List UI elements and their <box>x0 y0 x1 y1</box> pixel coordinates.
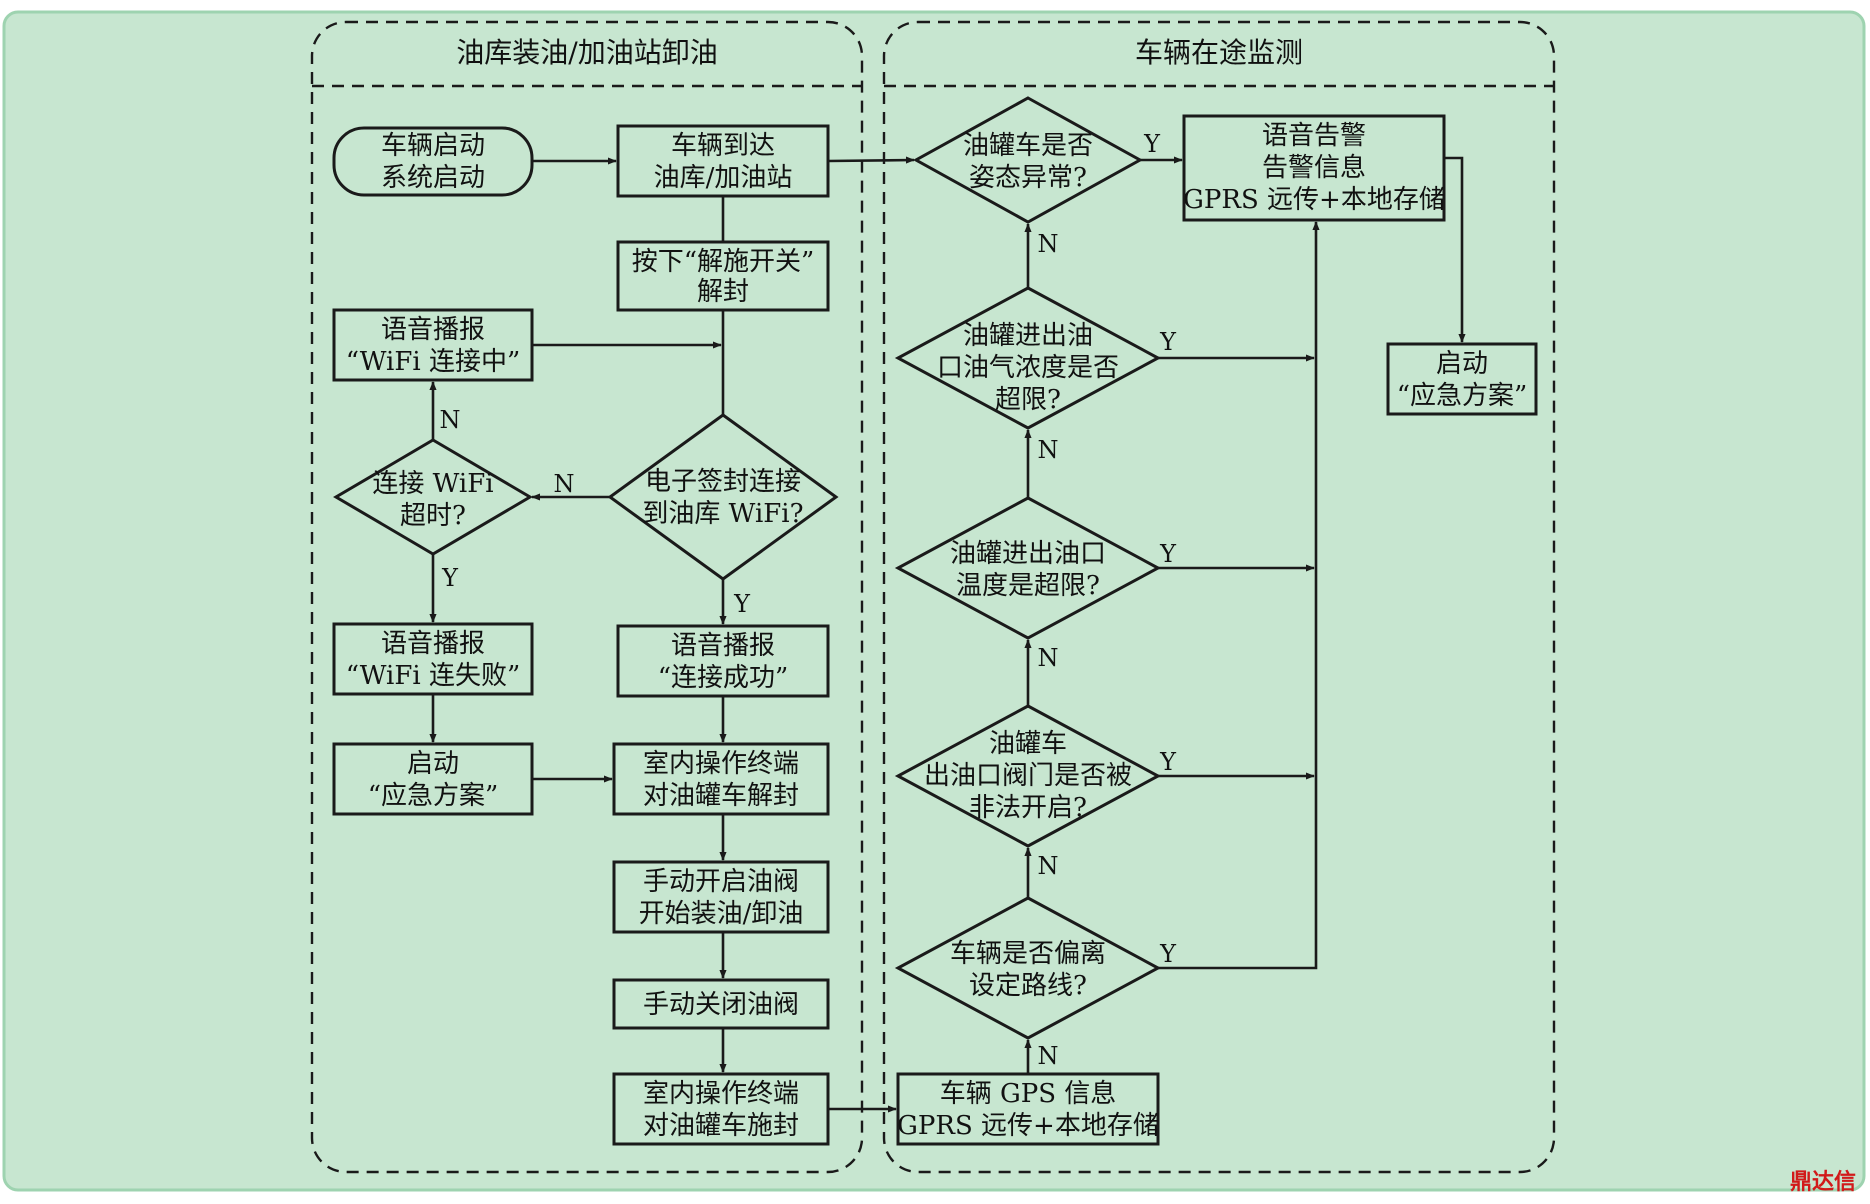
node-alarm-text: GPRS 远传+本地存储 <box>1183 185 1445 215</box>
node-emergency-right-text: 启动 <box>1436 349 1488 379</box>
node-connect-ok-text: “连接成功” <box>658 663 789 693</box>
label-no: N <box>1038 436 1059 464</box>
node-wifi-fail-text: “WiFi 连失败” <box>346 661 521 691</box>
node-emergency-right-text: “应急方案” <box>1397 381 1528 411</box>
label-yes: Y <box>733 590 751 618</box>
node-gps-text: 车辆 GPS 信息 <box>940 1079 1117 1109</box>
label-yes: Y <box>1159 328 1177 356</box>
label-no: N <box>440 406 461 434</box>
node-temp-text: 温度是超限? <box>956 571 1100 601</box>
node-attitude-text: 姿态异常? <box>969 163 1087 193</box>
label-no: N <box>1038 852 1059 880</box>
section-right-title: 车辆在途监测 <box>1135 36 1303 69</box>
node-arrive-text: 车辆到达 <box>671 131 775 161</box>
node-temp-text: 油罐进出油口 <box>950 539 1106 569</box>
node-terminal-unlock-text: 对油罐车解封 <box>643 781 799 811</box>
section-left-title: 油库装油/加油站卸油 <box>456 36 717 69</box>
node-gas-text: 油罐进出油 <box>963 321 1093 351</box>
node-unseal-text: 解封 <box>697 277 749 307</box>
node-emergency-left-text: 启动 <box>407 749 459 779</box>
label-yes: Y <box>1159 748 1177 776</box>
node-open-valve-text: 手动开启油阀 <box>643 867 799 897</box>
node-wifi-connecting-text: 语音播报 <box>381 315 485 345</box>
label-yes: Y <box>1159 540 1177 568</box>
node-start-text: 系统启动 <box>381 163 485 193</box>
label-no: N <box>554 470 575 498</box>
node-terminal-seal-text: 室内操作终端 <box>643 1079 799 1109</box>
node-emergency-left-text: “应急方案” <box>368 781 499 811</box>
label-no: N <box>1038 644 1059 672</box>
node-wifi-fail-text: 语音播报 <box>381 629 485 659</box>
node-outlet-valve-text: 出油口阀门是否被 <box>924 761 1132 791</box>
node-arrive-text: 油库/加油站 <box>654 163 793 193</box>
node-alarm-text: 语音告警 <box>1262 121 1366 151</box>
node-attitude-text: 油罐车是否 <box>963 131 1093 161</box>
label-yes: Y <box>441 564 459 592</box>
node-wifi-connecting-text: “WiFi 连接中” <box>346 347 521 377</box>
node-unseal-text: 按下“解施开关” <box>632 247 815 277</box>
node-open-valve-text: 开始装油/卸油 <box>639 899 804 929</box>
label-no: N <box>1038 1042 1059 1070</box>
watermark-logo: 鼎达信 <box>1790 1164 1856 1196</box>
node-alarm-text: 告警信息 <box>1262 153 1366 183</box>
node-wifi-timeout-text: 连接 WiFi <box>372 469 493 499</box>
node-route-text: 车辆是否偏离 <box>950 939 1106 969</box>
node-terminal-seal-text: 对油罐车施封 <box>643 1111 799 1141</box>
label-yes: Y <box>1143 130 1161 158</box>
node-seal-connected-text: 到油库 WiFi? <box>642 499 803 529</box>
background-panel <box>4 12 1864 1190</box>
node-outlet-valve-text: 非法开启? <box>969 793 1087 823</box>
label-yes: Y <box>1159 940 1177 968</box>
node-gas-text: 超限? <box>995 385 1061 415</box>
node-gas-text: 口油气浓度是否 <box>937 353 1119 383</box>
node-route-text: 设定路线? <box>969 971 1087 1001</box>
node-connect-ok-text: 语音播报 <box>671 631 775 661</box>
node-seal-connected-text: 电子签封连接 <box>645 467 801 497</box>
node-terminal-unlock-text: 室内操作终端 <box>643 749 799 779</box>
node-outlet-valve-text: 油罐车 <box>989 729 1067 759</box>
node-gps-text: GPRS 远传+本地存储 <box>897 1111 1159 1141</box>
node-start-text: 车辆启动 <box>381 131 485 161</box>
node-wifi-timeout-text: 超时? <box>400 501 466 531</box>
label-no: N <box>1038 230 1059 258</box>
node-close-valve-text: 手动关闭油阀 <box>643 990 799 1020</box>
